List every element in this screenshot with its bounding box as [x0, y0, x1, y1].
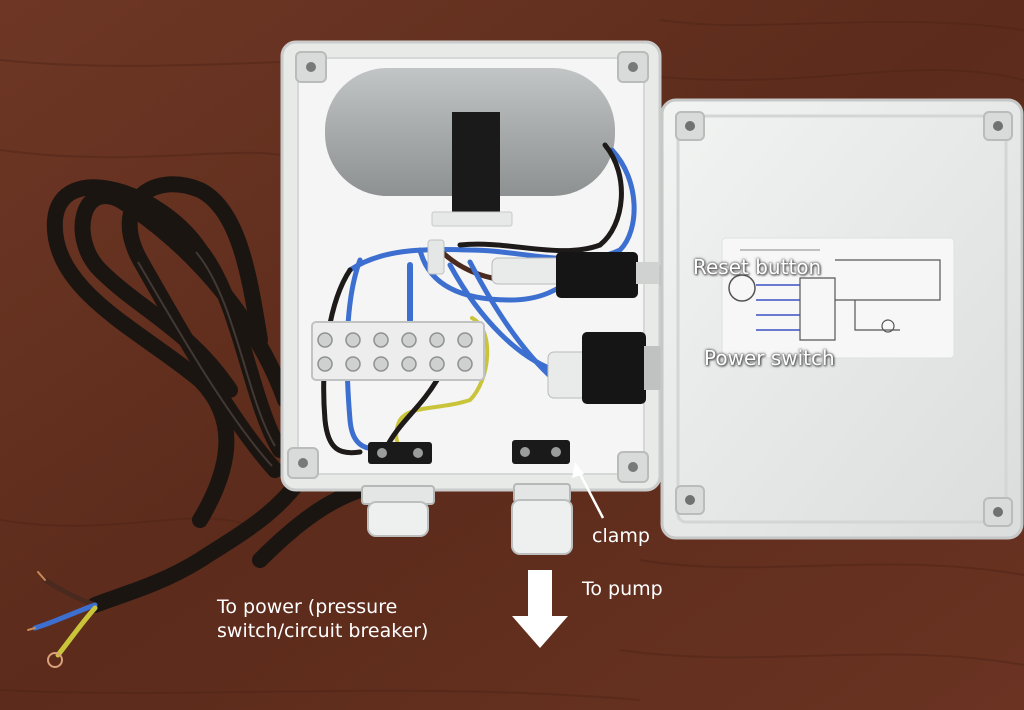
zip-tie [427, 239, 445, 275]
cable-clamp-right [512, 440, 570, 464]
to-power-label-line2: switch/circuit breaker) [217, 619, 429, 642]
corner-screw-holes [298, 62, 638, 472]
clamp-pointer-arrowhead [572, 462, 584, 478]
capacitor [325, 68, 615, 227]
to-pump-arrow-icon [512, 570, 568, 648]
to-pump-label: To pump [582, 578, 663, 600]
cable-end-wires [27, 571, 98, 668]
reset-button-device [491, 252, 695, 298]
cable-highlights [137, 251, 276, 467]
enclosure-lid [660, 98, 1024, 540]
cable-gland-right [511, 483, 573, 555]
reset-button-label: Reset button [693, 255, 822, 279]
wiring-diagram-sticker [721, 237, 955, 359]
wood-grain [0, 19, 1024, 701]
power-switch-label: Power switch [704, 346, 835, 370]
terminal-block [311, 321, 485, 381]
cable-clamp-left [368, 442, 432, 464]
to-power-label: To power (pressure switch/circuit breake… [217, 596, 428, 644]
cable-gland-left [361, 485, 435, 537]
power-cable-coil [46, 176, 368, 613]
clamp-pointer-arrow [576, 469, 605, 519]
to-power-label-line1: To power (pressure [217, 596, 398, 618]
clamp-label: clamp [592, 525, 650, 547]
